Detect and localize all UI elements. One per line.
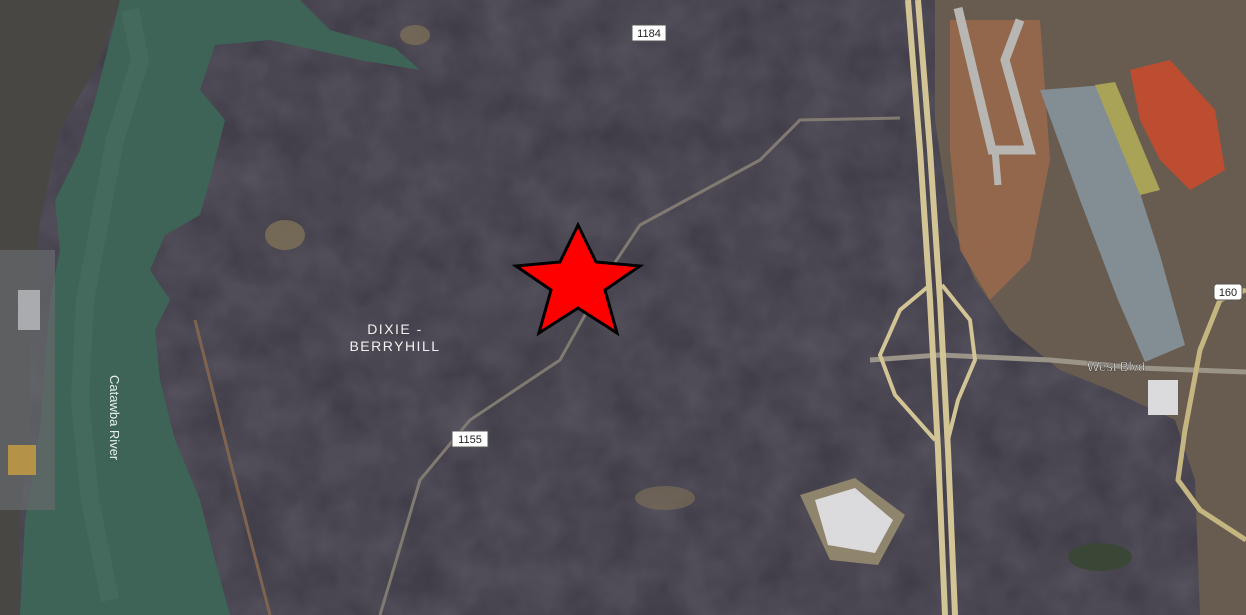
place-label-line2: BERRYHILL <box>349 338 440 354</box>
route-shield-160-text: 160 <box>1219 287 1237 299</box>
place-label-line1: DIXIE - <box>367 321 423 337</box>
route-shield-1184: 1184 <box>631 24 667 42</box>
river-label: Catawba River <box>107 375 122 461</box>
route-shield-160: 160 <box>1213 283 1243 301</box>
route-shield-1184-text: 1184 <box>637 28 661 40</box>
route-shield-1155: 1155 <box>451 430 489 448</box>
route-shield-1155-text: 1155 <box>458 434 482 446</box>
location-star-marker[interactable] <box>511 221 645 337</box>
west-blvd-label: West Blvd <box>1087 359 1145 374</box>
